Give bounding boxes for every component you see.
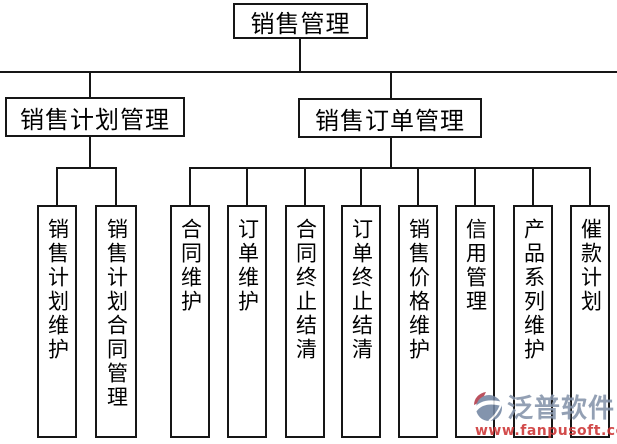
connector-leaf-stub bbox=[189, 167, 191, 205]
node-sales-plan-management: 销售计划管理 bbox=[5, 97, 185, 137]
connector-leaf-stub bbox=[532, 167, 534, 205]
connector-leaf-stub bbox=[589, 167, 591, 205]
connector-plan-rail bbox=[56, 167, 117, 169]
node-contract-termination-settlement: 合同终止结清 bbox=[285, 205, 325, 438]
node-sales-order-management-label: 销售订单管理 bbox=[315, 106, 465, 135]
node-sales-order-management: 销售订单管理 bbox=[298, 98, 482, 138]
node-sales-plan-maintenance: 销售计划维护 bbox=[37, 205, 77, 438]
watermark-brand-text: 泛普软件 bbox=[507, 394, 616, 424]
connector-order-rail bbox=[189, 167, 591, 169]
node-contract-maintenance-label: 合同维护 bbox=[178, 218, 203, 314]
connector-leaf-stub bbox=[56, 167, 58, 205]
connector-root-drop bbox=[299, 39, 301, 72]
node-product-series-maintenance-label: 产品系列维护 bbox=[521, 218, 546, 362]
connector-main-rail bbox=[0, 71, 617, 73]
connector-leaf-stub bbox=[360, 167, 362, 205]
watermark: 泛普软件 www.fanpusoft.com bbox=[471, 388, 617, 439]
fanpu-logo-icon bbox=[471, 391, 505, 423]
node-order-termination-settlement: 订单终止结清 bbox=[341, 205, 381, 438]
node-sales-plan-management-label: 销售计划管理 bbox=[20, 105, 170, 134]
node-sales-management-label: 销售管理 bbox=[250, 9, 351, 38]
connector-leaf-stub bbox=[304, 167, 306, 205]
connector-order-drop bbox=[390, 138, 392, 167]
connector-drop-order bbox=[390, 72, 392, 98]
node-contract-maintenance: 合同维护 bbox=[170, 205, 210, 438]
node-sales-plan-contract-management-label: 销售计划合同管理 bbox=[104, 218, 129, 410]
node-sales-price-maintenance-label: 销售价格维护 bbox=[406, 218, 431, 362]
node-sales-plan-maintenance-label: 销售计划维护 bbox=[45, 218, 70, 362]
node-credit-management-label: 信用管理 bbox=[463, 218, 488, 314]
node-sales-plan-contract-management: 销售计划合同管理 bbox=[95, 205, 137, 438]
node-sales-management: 销售管理 bbox=[233, 3, 368, 39]
node-payment-collection-plan-label: 催款计划 bbox=[578, 218, 603, 314]
node-product-series-maintenance: 产品系列维护 bbox=[513, 205, 553, 438]
connector-leaf-stub bbox=[115, 167, 117, 205]
node-order-maintenance: 订单维护 bbox=[227, 205, 267, 438]
node-sales-price-maintenance: 销售价格维护 bbox=[398, 205, 438, 438]
node-order-termination-settlement-label: 订单终止结清 bbox=[349, 218, 374, 362]
node-order-maintenance-label: 订单维护 bbox=[235, 218, 260, 314]
connector-plan-drop bbox=[89, 137, 91, 167]
node-payment-collection-plan: 催款计划 bbox=[570, 205, 610, 438]
connector-leaf-stub bbox=[474, 167, 476, 205]
connector-drop-plan bbox=[89, 72, 91, 97]
node-credit-management: 信用管理 bbox=[455, 205, 495, 438]
connector-leaf-stub bbox=[246, 167, 248, 205]
watermark-url-text: www.fanpusoft.com bbox=[475, 423, 617, 439]
connector-leaf-stub bbox=[417, 167, 419, 205]
node-contract-termination-settlement-label: 合同终止结清 bbox=[293, 218, 318, 362]
